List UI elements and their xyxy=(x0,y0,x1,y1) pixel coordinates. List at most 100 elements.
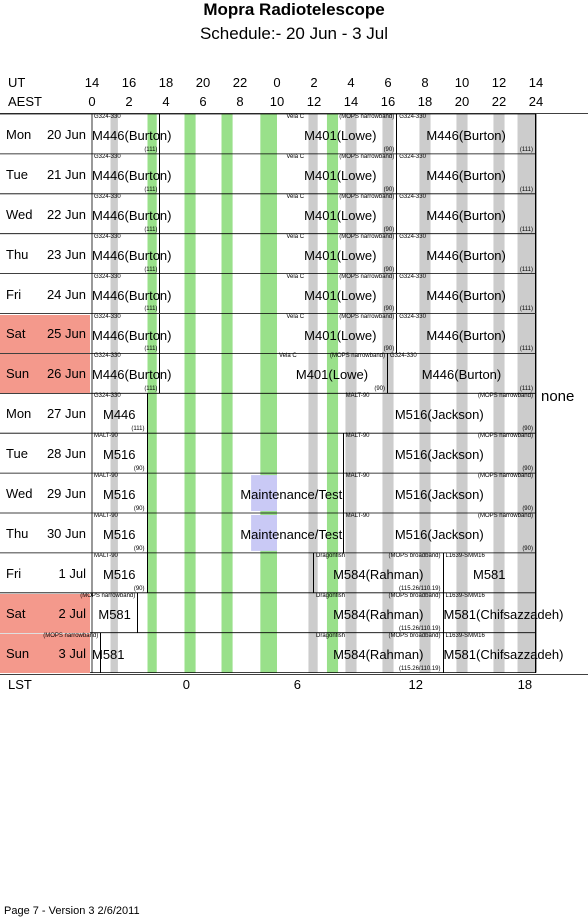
schedule-block[interactable]: Vela C(MOPS narrowband)M401(Lowe)(90) xyxy=(284,114,398,154)
block-tag: (111) xyxy=(519,186,533,193)
day-date: 2 Jul xyxy=(58,605,86,621)
ut-axis-label: UT xyxy=(8,75,26,90)
block-tag: (111) xyxy=(144,346,158,353)
schedule-block[interactable]: MALT-90(MOPS narrowband)M516(Jackson)(90… xyxy=(344,393,536,434)
block-project: Maintenance/Test xyxy=(240,527,343,542)
block-project: M516(Jackson) xyxy=(394,407,484,423)
ut-tick: 14 xyxy=(528,75,544,90)
aest-tick: 24 xyxy=(528,94,544,109)
block-source: Vela C xyxy=(286,114,305,120)
aest-tick: 16 xyxy=(380,94,396,109)
day-date: 22 Jun xyxy=(46,206,86,222)
ut-tick: 20 xyxy=(195,75,211,90)
block-source: MALT-90 xyxy=(345,473,370,480)
schedule-block[interactable]: Dragonfish(MOPS broadband)M584(Rahman)(1… xyxy=(314,592,444,633)
lst-axis-label: LST xyxy=(8,677,32,692)
aest-tick: 10 xyxy=(269,94,285,109)
maintenance-block[interactable]: Maintenance/Test xyxy=(240,513,344,553)
schedule-block[interactable]: (MOPS narrowband)M581 xyxy=(80,592,139,633)
block-project: M401(Lowe) xyxy=(304,327,377,343)
block-tag: (111) xyxy=(519,266,533,273)
block-project: M446(Burton) xyxy=(426,128,506,143)
day-of-week: Tue xyxy=(6,446,28,462)
schedule-block[interactable]: Vela C(MOPS narrowband)M401(Lowe)(90) xyxy=(284,233,398,274)
block-tag: (90) xyxy=(133,545,145,552)
schedule-block[interactable]: MALT-90(MOPS narrowband)M516(Jackson)(90… xyxy=(344,513,536,553)
ut-tick: 18 xyxy=(158,75,174,90)
schedule-block[interactable]: Dragonfish(MOPS broadband)M584(Rahman)(1… xyxy=(314,632,444,673)
block-tag: (90) xyxy=(383,226,395,233)
ut-tick: 10 xyxy=(454,75,470,90)
block-tag: (111) xyxy=(131,426,145,433)
block-source: L1639-SMM16 xyxy=(445,592,485,599)
schedule-block[interactable]: Vela C(MOPS narrowband)M401(Lowe)(90) xyxy=(277,353,388,394)
block-backend: (MOPS narrowband) xyxy=(339,273,395,280)
block-project: M581 xyxy=(92,646,125,662)
aest-tick: 2 xyxy=(125,94,133,109)
maintenance-block[interactable]: Maintenance/Test xyxy=(240,473,344,513)
block-tag: (111) xyxy=(519,146,533,153)
day-of-week: Mon xyxy=(6,406,32,422)
block-project: M446(Burton) xyxy=(421,367,502,383)
lst-tick: 18 xyxy=(517,677,533,692)
block-tag: (90) xyxy=(383,186,395,193)
schedule-block[interactable]: Vela C(MOPS narrowband)M401(Lowe)(90) xyxy=(284,193,398,234)
block-source: MALT-90 xyxy=(94,473,118,480)
day-date: 21 Jun xyxy=(46,166,86,182)
day-cell: Mon 27 Jun xyxy=(0,394,90,433)
block-source: Vela C xyxy=(286,313,305,320)
block-project: M581(Chifsazzadeh) xyxy=(443,646,564,662)
block-source: G324-330 xyxy=(399,193,426,200)
lst-tick: 12 xyxy=(408,677,423,692)
schedule-block[interactable]: Vela C(MOPS narrowband)M401(Lowe)(90) xyxy=(284,273,398,314)
schedule-block[interactable] xyxy=(240,433,344,474)
block-backend: (MOPS narrowband) xyxy=(329,353,385,360)
block-tag: (115.26/110.19) xyxy=(399,665,441,672)
block-backend: (MOPS narrowband) xyxy=(477,513,533,519)
schedule-block[interactable] xyxy=(148,552,314,593)
block-source: G324-330 xyxy=(399,313,426,320)
day-date: 30 Jun xyxy=(46,525,86,541)
schedule-block[interactable]: MALT-90(MOPS narrowband)M516(Jackson)(90… xyxy=(344,473,536,513)
schedule-block[interactable]: MALT-90(MOPS narrowband)M516(Jackson)(90… xyxy=(344,433,536,474)
aest-tick: 20 xyxy=(454,94,470,109)
schedule-block[interactable]: (MOPS narrowband)M581 xyxy=(43,632,125,673)
schedule-block[interactable]: Dragonfish(MOPS broadband)M584(Rahman)(1… xyxy=(314,552,444,593)
block-project: M581(Chifsazzadeh) xyxy=(443,606,564,622)
day-date: 27 Jun xyxy=(46,406,86,422)
block-source: G324-330 xyxy=(94,114,121,120)
schedule-block[interactable]: Vela C(MOPS narrowband)M401(Lowe)(90) xyxy=(284,153,398,194)
block-tag: (111) xyxy=(144,226,158,233)
block-source: Vela C xyxy=(286,233,305,240)
block-tag: (115.26/110.19) xyxy=(399,585,441,592)
schedule-block[interactable]: Vela C(MOPS narrowband)M401(Lowe)(90) xyxy=(284,313,398,354)
day-of-week: Fri xyxy=(6,565,22,581)
block-project: M401(Lowe) xyxy=(295,367,369,383)
